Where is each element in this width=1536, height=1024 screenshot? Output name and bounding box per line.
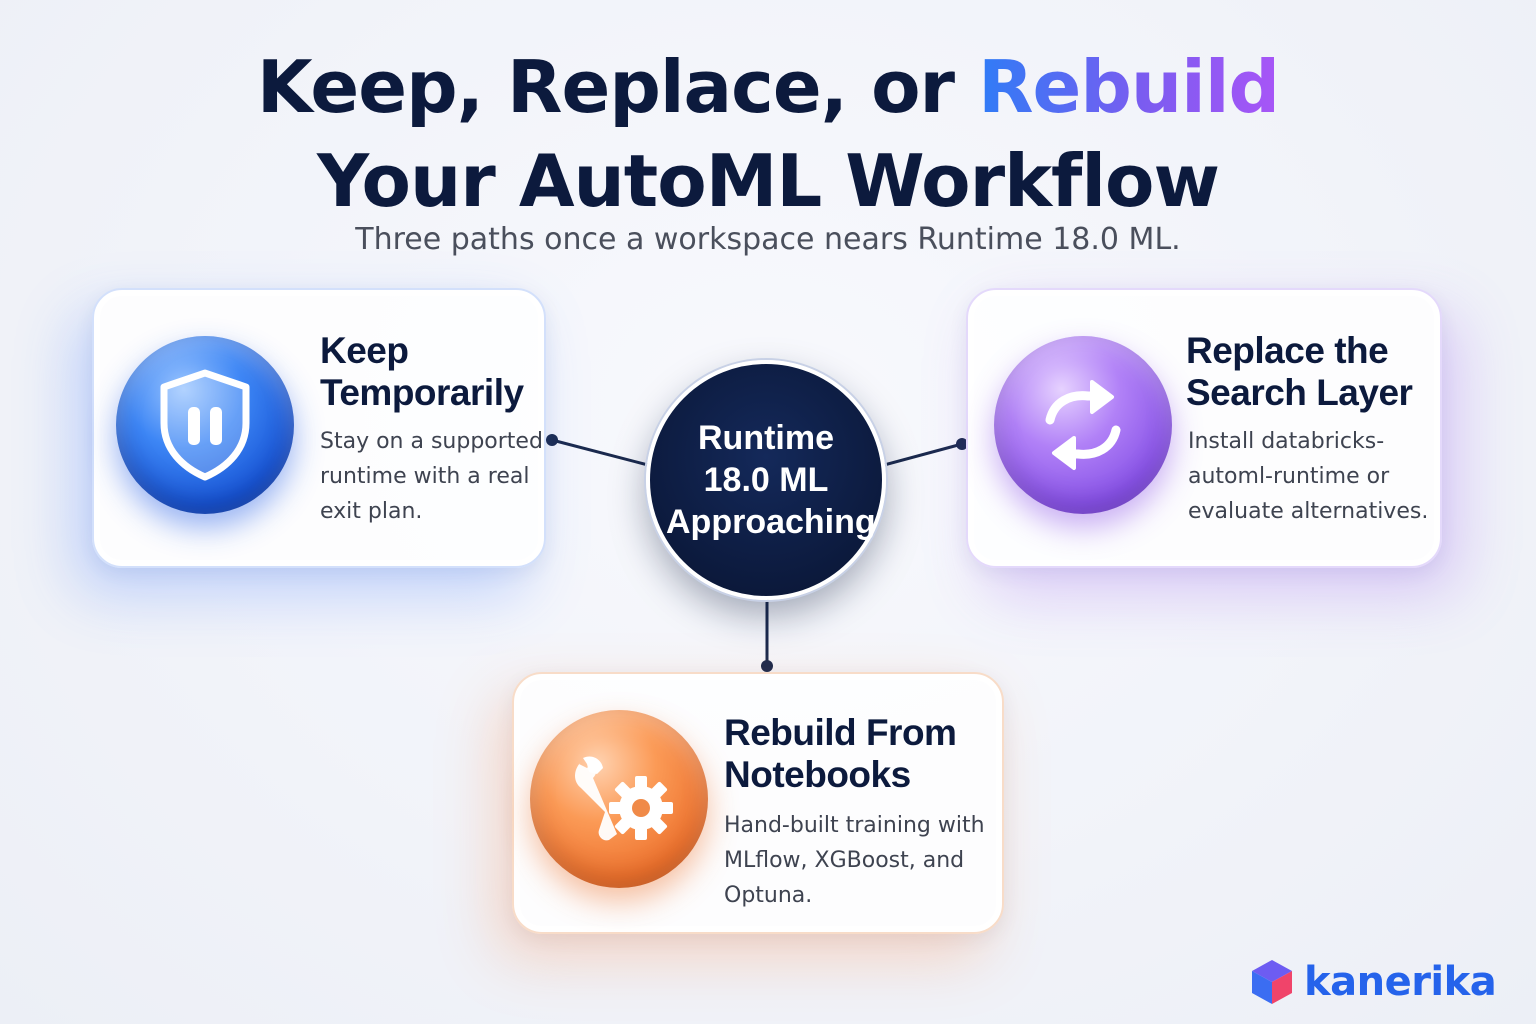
page-title: Keep, Replace, or Rebuild Your AutoML Wo… <box>0 40 1536 228</box>
card-description: Stay on a supported runtime with a real … <box>320 429 543 524</box>
connector-left <box>551 438 649 467</box>
swap-arrows-icon <box>994 336 1172 514</box>
title-accent-word: Rebuild <box>978 45 1280 129</box>
card-replace-search-layer: Replace the Search Layer Install databri… <box>966 288 1442 568</box>
card-title: Replace the Search Layer <box>1186 330 1413 413</box>
page-subtitle: Three paths once a workspace nears Runti… <box>355 222 1181 257</box>
card-rebuild-from-notebooks: Rebuild From Notebooks Hand-built traini… <box>512 672 1004 934</box>
brand-name: kanerika <box>1304 959 1497 1005</box>
card-title: Keep Temporarily <box>320 330 524 413</box>
brand-logo: kanerika <box>1250 952 1497 1012</box>
center-node-label: Runtime 18.0 ML Approaching <box>666 419 876 541</box>
connector-right <box>883 442 963 467</box>
card-title: Rebuild From Notebooks <box>724 712 957 795</box>
title-line1-prefix: Keep, Replace, or <box>256 45 979 129</box>
wrench-gear-icon <box>530 710 708 888</box>
connector-left-dot <box>546 434 558 446</box>
card-keep-temporarily: Keep Temporarily Stay on a supported run… <box>92 288 546 568</box>
title-line2: Your AutoML Workflow <box>317 139 1220 223</box>
connector-right-dot <box>956 438 968 450</box>
card-description: Install databricks- automl-runtime or ev… <box>1188 429 1429 524</box>
connector-bottom-dot <box>761 660 773 672</box>
card-description: Hand-built training with MLflow, XGBoost… <box>724 813 985 908</box>
center-node: Runtime 18.0 ML Approaching <box>646 360 886 600</box>
shield-pause-icon <box>116 336 294 514</box>
cube-logo-icon <box>1252 960 1292 1004</box>
